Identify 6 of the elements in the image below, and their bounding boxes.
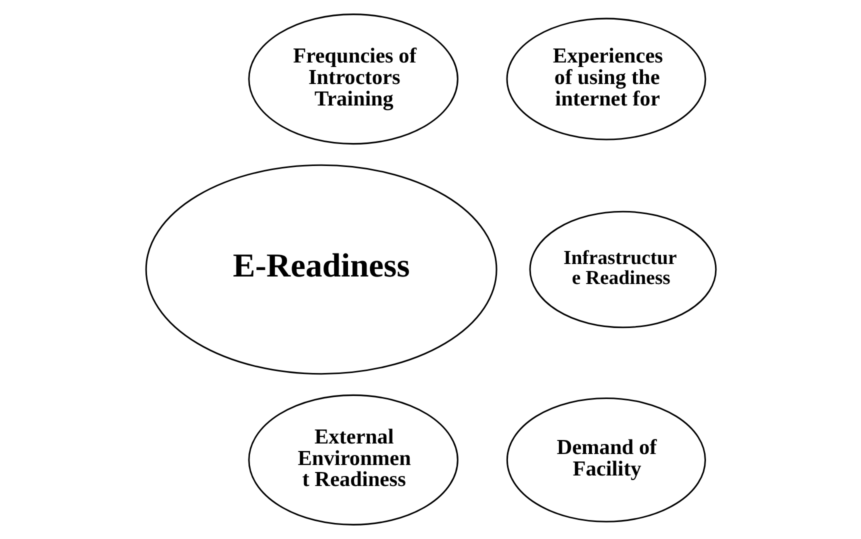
node-ellipse: External Environmen t Readiness bbox=[248, 394, 458, 526]
node-ellipse: Frequncies of Introctors Training bbox=[248, 14, 458, 145]
node-ellipse: Infrastructur e Readiness bbox=[528, 210, 716, 328]
node-ellipse: E-Readiness bbox=[144, 164, 497, 375]
node-ellipse: Demand of Facility bbox=[506, 397, 706, 522]
node-ellipse: Experiences of using the internet for bbox=[506, 18, 706, 140]
